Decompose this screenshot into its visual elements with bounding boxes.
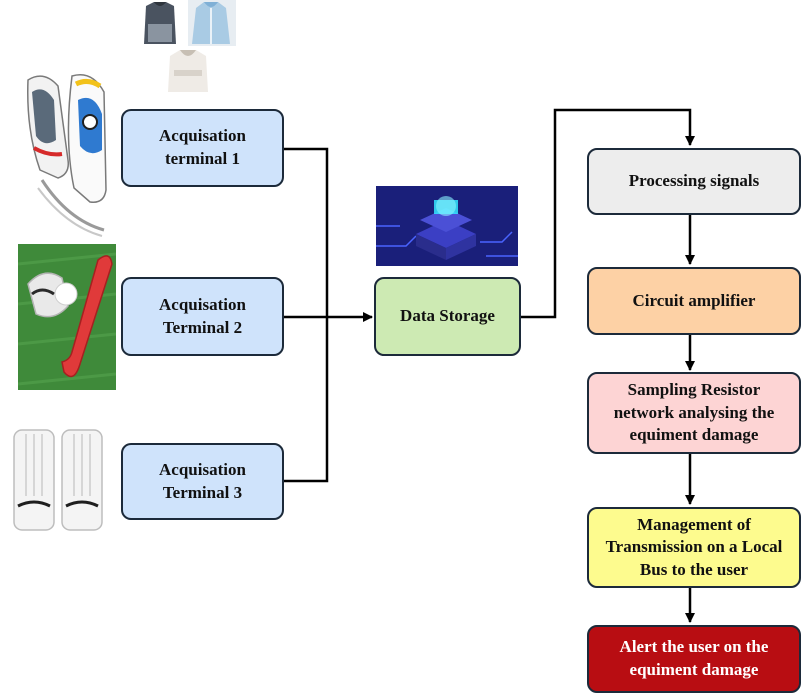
alert-user-label: Alert the user on the equiment damage <box>619 637 769 679</box>
terminal-1-connector <box>284 147 329 317</box>
jackets-image <box>144 0 236 92</box>
sampling-resistor-box: Sampling Resistor network analysing the … <box>587 372 801 454</box>
acquisition-terminal-3-box: Acquisation Terminal 3 <box>121 443 284 520</box>
acquisition-terminal-3-label: Acquisation Terminal 3 <box>159 459 246 502</box>
cricket-leg-pads-image <box>2 426 114 536</box>
processing-signals-label: Processing signals <box>628 171 760 191</box>
hockey-stick-and-ball-image <box>18 244 116 390</box>
transmission-management-box: Management of Transmission on a Local Bu… <box>587 507 801 588</box>
sampling-resistor-label: Sampling Resistor network analysing the … <box>613 380 775 445</box>
circuit-amplifier-box: Circuit amplifier <box>587 267 801 335</box>
transmission-management-label: Management of Transmission on a Local Bu… <box>605 514 783 579</box>
data-storage-label: Data Storage <box>400 306 495 326</box>
data-storage-box: Data Storage <box>374 277 521 356</box>
processing-signals-box: Processing signals <box>587 148 801 215</box>
circuit-amplifier-label: Circuit amplifier <box>632 290 756 310</box>
alert-user-box: Alert the user on the equiment damage <box>587 625 801 693</box>
acquisition-terminal-2-box: Acquisation Terminal 2 <box>121 277 284 356</box>
acquisition-terminal-1-box: Acquisation terminal 1 <box>121 109 284 187</box>
acquisition-terminal-1-label: Acquisation terminal 1 <box>159 126 246 168</box>
storage-to-processing-arrow <box>521 108 695 319</box>
terminal-3-connector <box>284 317 329 483</box>
data-server-image <box>376 186 518 266</box>
sports-shoes-image <box>27 74 107 237</box>
acquisition-terminal-2-label: Acquisation Terminal 2 <box>159 294 246 337</box>
